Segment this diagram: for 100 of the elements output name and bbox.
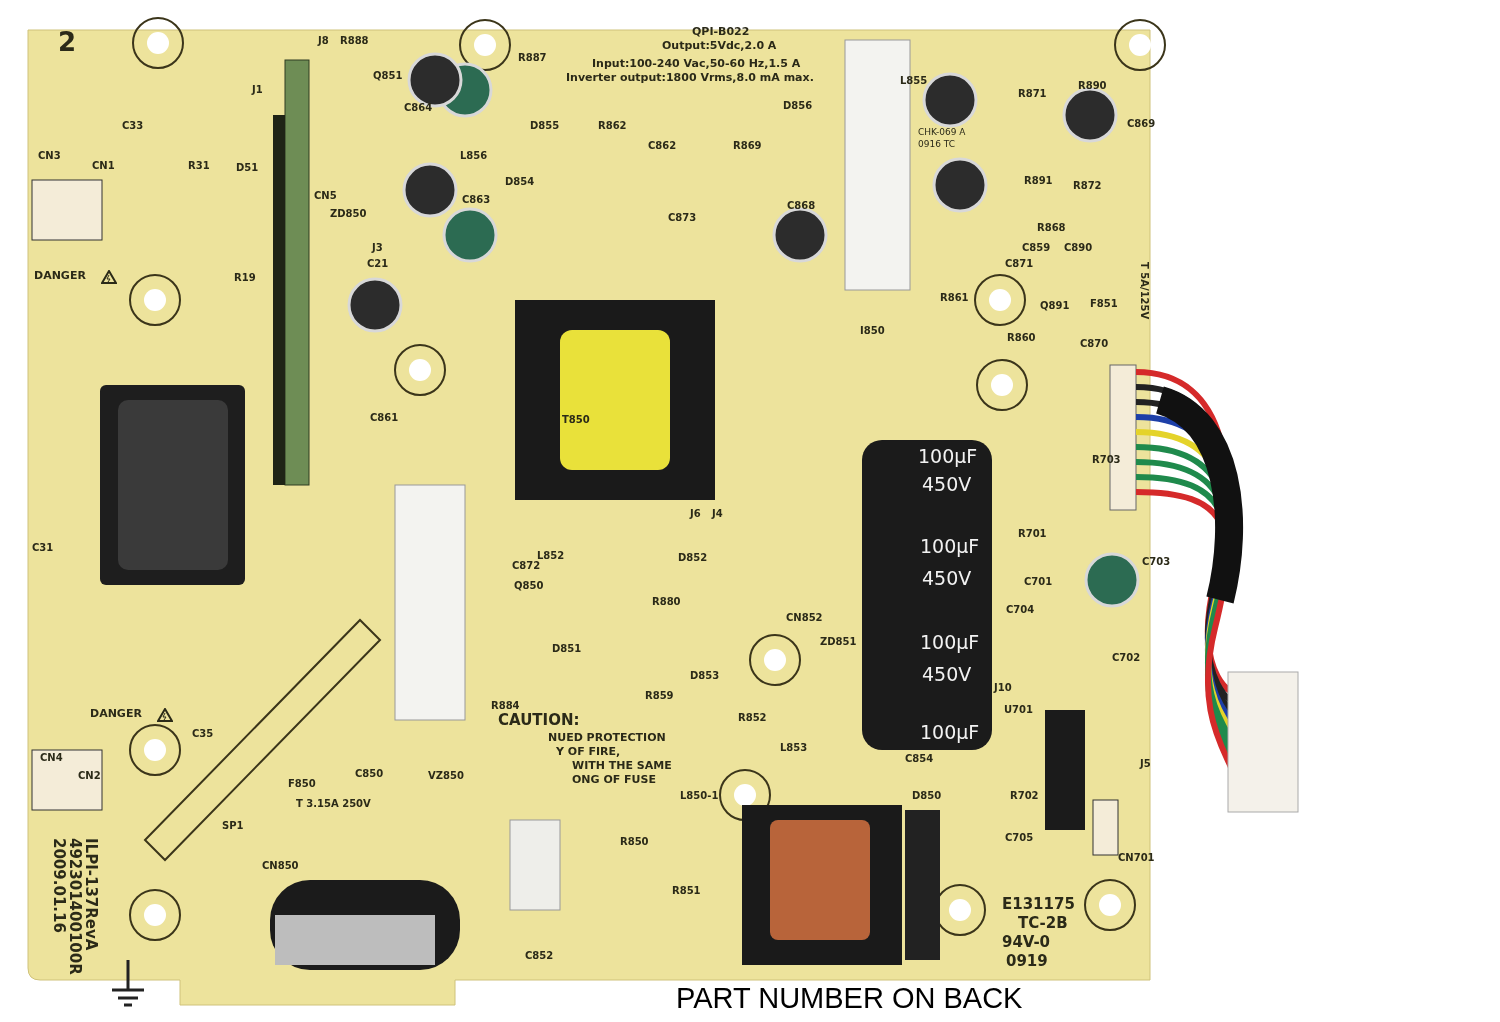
- part-number-text: 492301400100R: [66, 838, 83, 975]
- designator: C850: [355, 768, 384, 779]
- designator: R868: [1037, 222, 1066, 233]
- designator: R701: [1018, 528, 1047, 539]
- designator: CN5: [314, 190, 337, 201]
- designator: R871: [1018, 88, 1047, 99]
- designator: L850-1: [680, 790, 719, 801]
- designator: C33: [122, 120, 144, 131]
- designator: D850: [912, 790, 942, 801]
- designator: C861: [370, 412, 399, 423]
- designator: C869: [1127, 118, 1156, 129]
- designator: T 5A/125V: [1139, 262, 1150, 320]
- certification-text: 94V-0: [1002, 934, 1051, 951]
- designator: CN852: [786, 612, 823, 623]
- designator: J5: [1140, 758, 1151, 769]
- warning-text: WITH THE SAME: [572, 760, 672, 773]
- date-code-text: 0919: [1006, 953, 1048, 970]
- designator: R869: [733, 140, 762, 151]
- warning-text: CAUTION:: [498, 712, 580, 729]
- designator: R860: [1007, 332, 1036, 343]
- silkscreen-text: Inverter output:1800 Vrms,8.0 mA max.: [566, 72, 814, 85]
- caption-text: PART NUMBER ON BACK: [676, 983, 1023, 1015]
- silkscreen-text: Input:100-240 Vac,50-60 Hz,1.5 A: [592, 58, 801, 71]
- designator: CN3: [38, 150, 61, 161]
- designator: I850: [860, 325, 885, 336]
- designator: C870: [1080, 338, 1109, 349]
- designator: CN2: [78, 770, 101, 781]
- designator: C35: [192, 728, 214, 739]
- designator: SP1: [222, 820, 244, 831]
- board-number: 2: [58, 28, 77, 57]
- designator: J10: [994, 682, 1012, 693]
- designator: C702: [1112, 652, 1141, 663]
- designator: D853: [690, 670, 720, 681]
- designator: D856: [783, 100, 813, 111]
- designator: L856: [460, 150, 488, 161]
- designator: F850: [288, 778, 316, 789]
- designator: C863: [462, 194, 491, 205]
- designator: C703: [1142, 556, 1171, 567]
- designator: R851: [672, 885, 701, 896]
- designator: C873: [668, 212, 697, 223]
- board-model-text: ILPI-137RevA: [82, 838, 99, 951]
- designator: C890: [1064, 242, 1093, 253]
- designator: R31: [188, 160, 210, 171]
- capacitor-marking: 450V: [922, 474, 972, 495]
- designator: J8: [318, 35, 329, 46]
- designator: Q851: [373, 70, 403, 81]
- silkscreen-text: Output:5Vdc,2.0 A: [662, 40, 777, 53]
- designator: F851: [1090, 298, 1118, 309]
- designator: CN701: [1118, 852, 1155, 863]
- designator: R884: [491, 700, 520, 711]
- designator: L852: [537, 550, 565, 561]
- designator: R852: [738, 712, 767, 723]
- date-code-text: 2009.01.16: [50, 838, 67, 933]
- designator: J6: [690, 508, 701, 519]
- designator: C854: [905, 753, 934, 764]
- designator: Q891: [1040, 300, 1070, 311]
- designator: C868: [787, 200, 816, 211]
- designator: J4: [712, 508, 723, 519]
- warning-text: DANGER: [90, 708, 142, 721]
- designator: D851: [552, 643, 582, 654]
- designator: R850: [620, 836, 649, 847]
- designator: C705: [1005, 832, 1034, 843]
- capacitor-marking: 450V: [922, 568, 972, 589]
- designator: CN850: [262, 860, 299, 871]
- designator: R887: [518, 52, 547, 63]
- designator: T850: [562, 414, 590, 425]
- certification-text: TC-2B: [1018, 915, 1068, 932]
- designator: C21: [367, 258, 389, 269]
- designator: R888: [340, 35, 369, 46]
- capacitor-marking: 100µF: [920, 536, 980, 557]
- designator: C31: [32, 542, 54, 553]
- designator: R872: [1073, 180, 1102, 191]
- warning-text: DANGER: [34, 270, 86, 283]
- designator: C852: [525, 950, 554, 961]
- designator: R19: [234, 272, 256, 283]
- designator: C871: [1005, 258, 1034, 269]
- designator: C864: [404, 102, 433, 113]
- designator: R880: [652, 596, 681, 607]
- warning-text: NUED PROTECTION: [548, 732, 666, 745]
- designator: D51: [236, 162, 259, 173]
- designator: C859: [1022, 242, 1051, 253]
- designator: D855: [530, 120, 560, 131]
- designator: R890: [1078, 80, 1107, 91]
- designator: C704: [1006, 604, 1035, 615]
- capacitor-marking: CHK-069 A: [918, 128, 966, 138]
- designator: R862: [598, 120, 627, 131]
- designator: CN1: [92, 160, 115, 171]
- designator: ZD851: [820, 636, 857, 647]
- designator: Q850: [514, 580, 544, 591]
- certification-text: E131175: [1002, 896, 1075, 913]
- designator: R861: [940, 292, 969, 303]
- designator: L853: [780, 742, 808, 753]
- capacitor-marking: 100µF: [920, 632, 980, 653]
- designator: C872: [512, 560, 541, 571]
- designator: D852: [678, 552, 708, 563]
- warning-text: ONG OF FUSE: [572, 774, 656, 787]
- designator: VZ850: [428, 770, 464, 781]
- designator: T 3.15A 250V: [296, 798, 371, 809]
- designator: D854: [505, 176, 535, 187]
- warning-text: Y OF FIRE,: [556, 746, 621, 759]
